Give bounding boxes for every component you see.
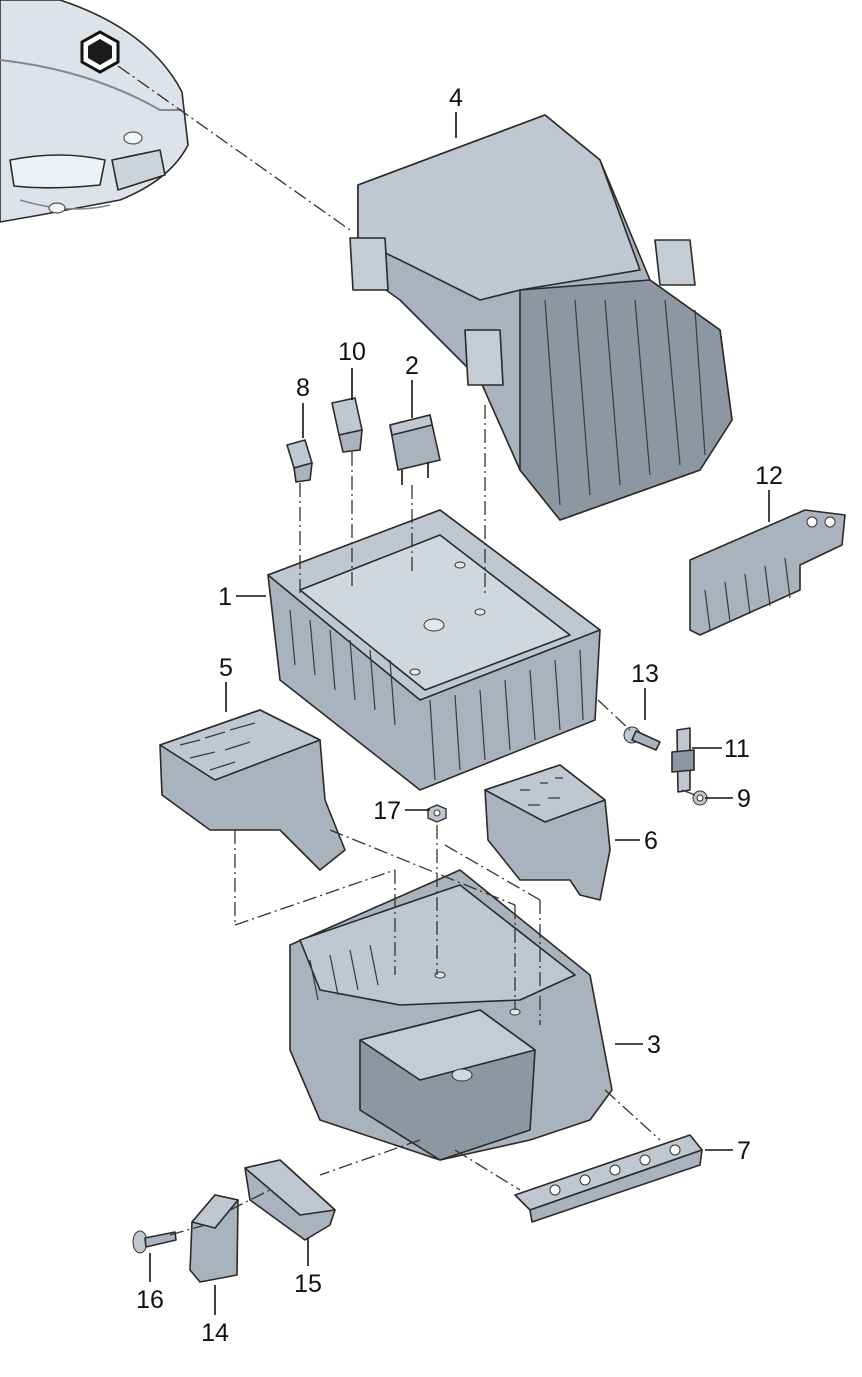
part-9-nut xyxy=(692,790,708,806)
callout-6: 6 xyxy=(644,827,658,855)
callout-10: 10 xyxy=(338,338,366,366)
part-13-screw xyxy=(623,726,661,751)
part-12-bracket xyxy=(689,509,846,636)
part-6-cover xyxy=(484,764,611,901)
callout-5: 5 xyxy=(219,654,233,682)
part-2-relay xyxy=(389,414,441,485)
part-15-bracket xyxy=(244,1159,336,1241)
part-3-tray xyxy=(289,869,613,1161)
leader-lines xyxy=(149,112,770,1315)
assembly-lines xyxy=(169,405,696,1236)
part-16-screw xyxy=(132,1230,177,1254)
callout-7: 7 xyxy=(737,1137,751,1165)
callout-14: 14 xyxy=(201,1319,229,1347)
vehicle-location-thumbnail xyxy=(0,0,351,231)
callout-2: 2 xyxy=(405,352,419,380)
part-17-nut xyxy=(427,804,447,823)
callout-16: 16 xyxy=(136,1286,164,1314)
callout-labels: 4 10 2 8 12 1 5 13 11 9 17 6 3 7 15 16 1… xyxy=(136,84,783,1347)
hexagon-location-marker-icon xyxy=(80,30,120,74)
callout-12: 12 xyxy=(755,462,783,490)
callout-11: 11 xyxy=(724,735,750,763)
part-4-fuse-box-cover xyxy=(349,114,733,521)
callout-1: 1 xyxy=(218,583,232,611)
part-7-connector-strip xyxy=(514,1134,703,1223)
part-14-clip xyxy=(189,1194,239,1283)
part-10-fuse xyxy=(331,397,363,453)
callout-15: 15 xyxy=(294,1270,322,1298)
callout-3: 3 xyxy=(647,1031,661,1059)
part-1-fuse-box-base xyxy=(267,509,601,791)
callout-17: 17 xyxy=(373,797,401,825)
callout-4: 4 xyxy=(449,84,463,112)
part-5-cover xyxy=(159,709,346,871)
part-8-fuse xyxy=(286,439,313,483)
callout-9: 9 xyxy=(737,785,751,813)
callout-13: 13 xyxy=(631,660,659,688)
callout-8: 8 xyxy=(296,374,310,402)
part-11-fuse-strip xyxy=(671,727,695,793)
